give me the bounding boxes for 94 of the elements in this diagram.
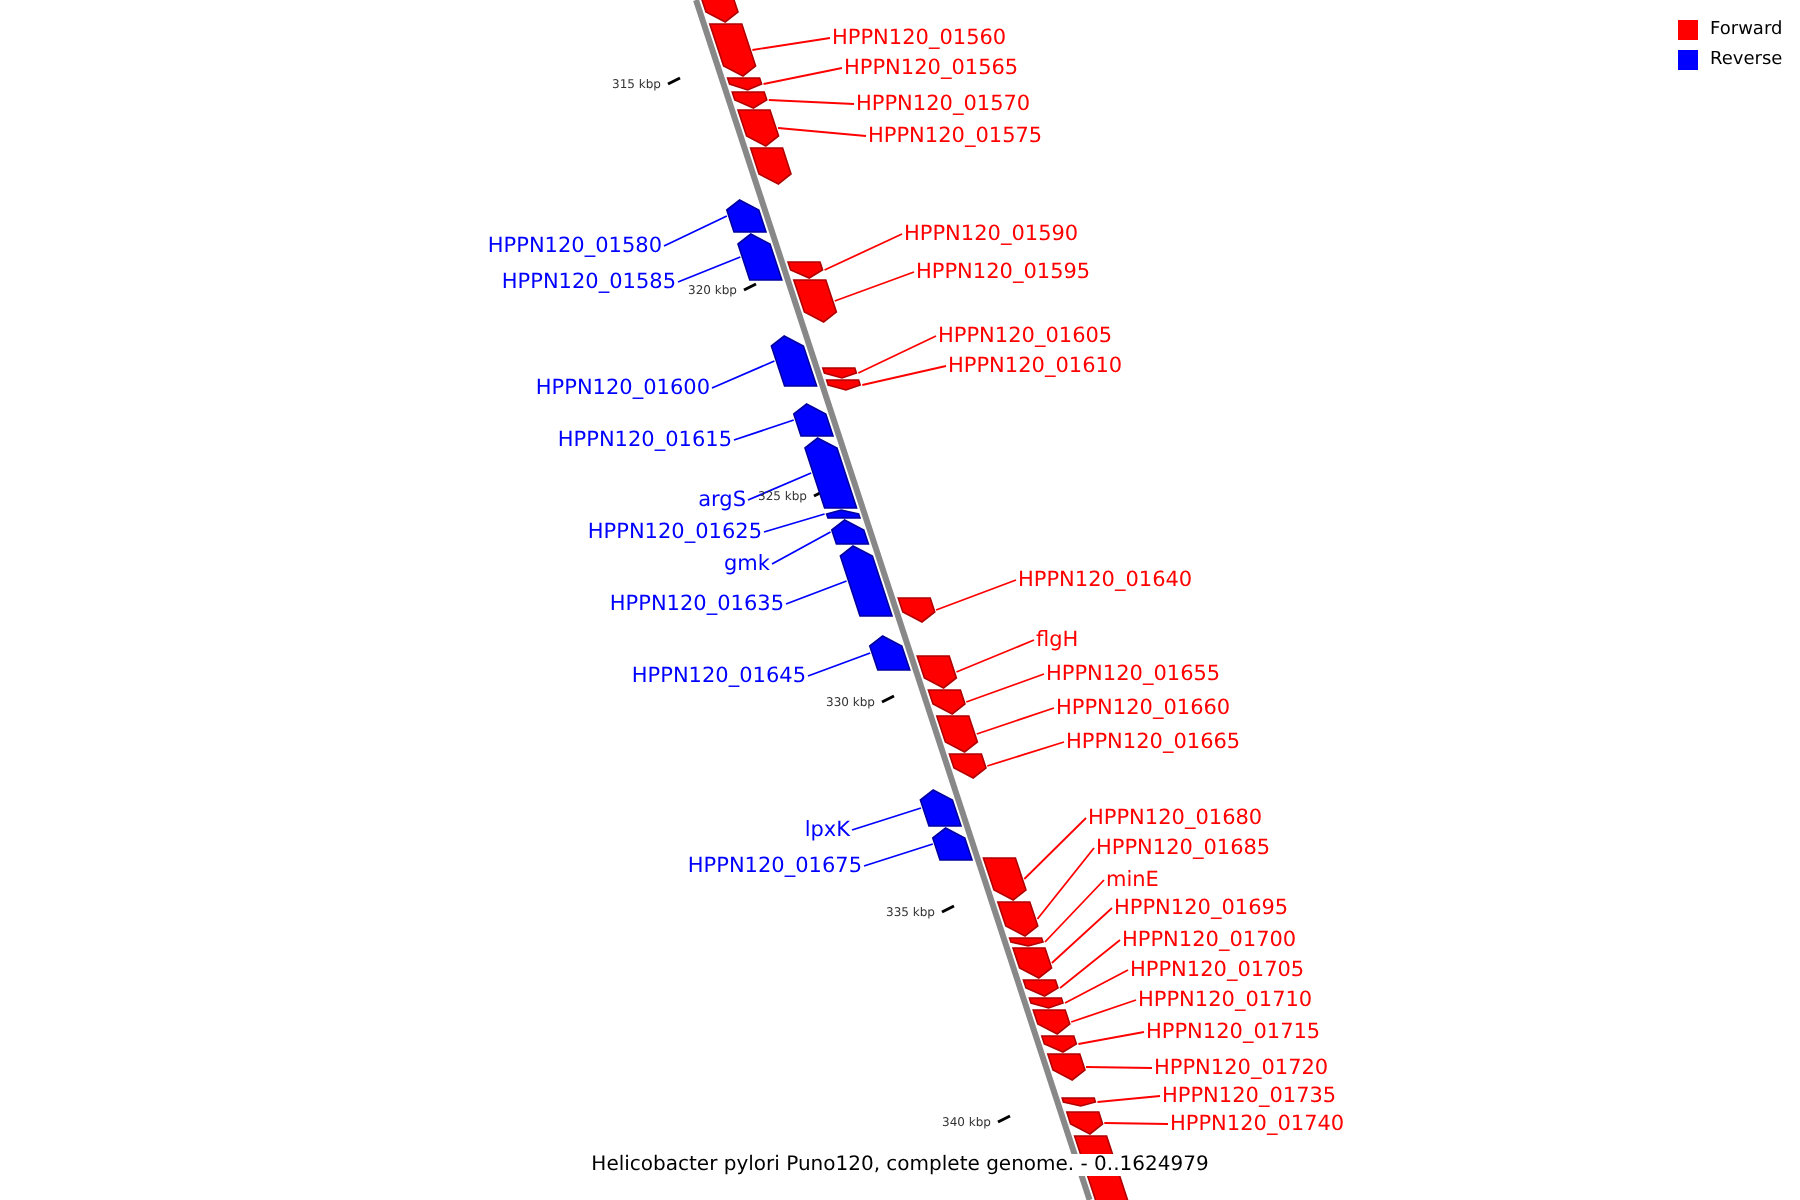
- legend-label: Reverse: [1710, 50, 1783, 70]
- gene-label: HPPN120_01720: [1154, 1056, 1329, 1080]
- gene-label: HPPN120_01655: [1046, 662, 1221, 686]
- gene-block: [919, 789, 963, 827]
- gene-label: HPPN120_01595: [916, 260, 1091, 284]
- gene-label: HPPN120_01635: [609, 592, 784, 616]
- gene-block: [737, 233, 783, 281]
- gene-block: [982, 857, 1027, 901]
- gene-block: [935, 715, 979, 753]
- gene-label: lpxK: [804, 818, 850, 842]
- leader-line: [777, 127, 867, 137]
- leader-line: [861, 365, 947, 386]
- gene-label: HPPN120_01585: [501, 270, 676, 294]
- gene-label: HPPN120_01685: [1096, 836, 1271, 860]
- leader-line: [1036, 847, 1095, 920]
- leader-line: [677, 256, 742, 283]
- gene-block: [948, 753, 987, 779]
- leader-line: [823, 233, 903, 271]
- leader-line: [986, 741, 1065, 767]
- gene-label: argS: [698, 488, 746, 512]
- gene-label: HPPN120_01740: [1170, 1112, 1345, 1136]
- leader-line: [762, 67, 843, 85]
- gene-label: HPPN120_01665: [1066, 730, 1241, 754]
- leader-line: [935, 579, 1017, 611]
- leader-line: [785, 580, 848, 605]
- leader-line: [1064, 969, 1129, 1004]
- leader-line: [1103, 1122, 1169, 1125]
- gene-block: [931, 827, 974, 861]
- gene-label: HPPN120_01705: [1130, 958, 1305, 982]
- leader-line: [751, 37, 831, 51]
- gene-block: [1046, 1053, 1086, 1081]
- gene-label: HPPN120_01560: [832, 26, 1007, 50]
- leader-line: [663, 215, 728, 247]
- gene-block: [725, 199, 768, 233]
- leader-line: [763, 513, 826, 533]
- leader-line: [733, 419, 795, 441]
- gene-label: HPPN120_01695: [1114, 896, 1289, 920]
- gene-label: HPPN120_01605: [938, 324, 1113, 348]
- leader-line: [1077, 1031, 1145, 1045]
- gene-block: [868, 635, 911, 671]
- gene-label: HPPN120_01565: [844, 56, 1019, 80]
- gene-label: HPPN120_01580: [487, 234, 662, 258]
- leader-line: [767, 99, 855, 105]
- gene-label: HPPN120_01735: [1162, 1084, 1337, 1108]
- gene-block: [821, 367, 858, 379]
- gene-label: HPPN120_01675: [687, 854, 862, 878]
- leader-line: [863, 843, 934, 867]
- gene-block: [749, 147, 792, 185]
- leader-line: [807, 652, 872, 677]
- gene-label: HPPN120_01575: [868, 124, 1043, 148]
- gene-block: [696, 0, 739, 23]
- gene-label: gmk: [724, 552, 770, 576]
- gene-block: [916, 655, 958, 689]
- leader-line: [1085, 1066, 1153, 1069]
- gene-label: HPPN120_01610: [948, 354, 1123, 378]
- gene-label: HPPN120_01640: [1018, 568, 1193, 592]
- leader-line: [975, 707, 1055, 735]
- gene-label: HPPN120_01590: [904, 222, 1079, 246]
- leader-line: [965, 673, 1045, 703]
- leader-line: [1096, 1095, 1161, 1103]
- leader-line: [833, 271, 915, 302]
- gene-block: [927, 689, 966, 715]
- gene-label: HPPN120_01625: [587, 520, 762, 544]
- gene-label: HPPN120_01660: [1056, 696, 1231, 720]
- leader-line: [747, 472, 813, 501]
- leader-line: [771, 531, 832, 565]
- leader-line: [1059, 939, 1121, 989]
- gene-block: [1061, 1097, 1097, 1107]
- legend-label: Forward: [1710, 20, 1783, 40]
- gene-block: [897, 597, 936, 623]
- gene-label: HPPN120_01615: [557, 428, 732, 452]
- gene-label: flgH: [1036, 628, 1079, 652]
- gene-label: HPPN120_01600: [535, 376, 710, 400]
- leader-line: [955, 639, 1035, 673]
- leader-line: [1044, 879, 1105, 943]
- leader-line: [711, 360, 776, 389]
- gene-block: [770, 335, 818, 387]
- leader-line: [851, 807, 922, 831]
- gene-block: [825, 379, 862, 391]
- gene-label: HPPN120_01700: [1122, 928, 1297, 952]
- gene-label: minE: [1106, 868, 1159, 892]
- caption: Helicobacter pylori Puno120, complete genome. - 0..1624979: [591, 1154, 1209, 1176]
- leader-line: [857, 335, 937, 374]
- gene-label: HPPN120_01570: [856, 92, 1031, 116]
- gene-label: HPPN120_01645: [631, 664, 806, 688]
- leader-line: [1070, 999, 1137, 1023]
- gene-label: HPPN120_01680: [1088, 806, 1263, 830]
- gene-label: HPPN120_01715: [1146, 1020, 1321, 1044]
- gene-block: [792, 403, 835, 437]
- gene-label: HPPN120_01710: [1138, 988, 1313, 1012]
- leader-line: [1023, 817, 1087, 880]
- gene-block: [1040, 1035, 1078, 1053]
- leader-line: [1050, 907, 1113, 964]
- gene-block: [1065, 1111, 1104, 1135]
